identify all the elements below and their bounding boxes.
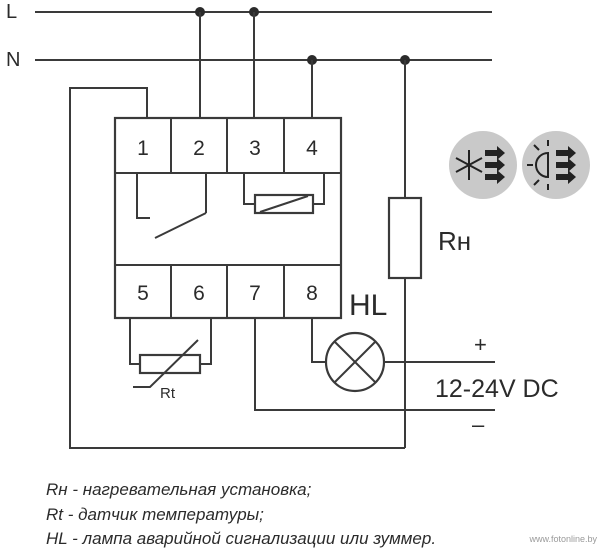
power-minus: – bbox=[472, 412, 485, 437]
sun-cooling-icon bbox=[522, 131, 590, 199]
terminal-4: 4 bbox=[306, 137, 318, 160]
terminal-5: 5 bbox=[137, 282, 149, 305]
terminal-8: 8 bbox=[306, 282, 318, 305]
power-plus: + bbox=[474, 332, 487, 357]
sensor-label: Rt bbox=[160, 385, 176, 402]
line-n-label: N bbox=[6, 49, 20, 71]
lamp-label: HL bbox=[349, 289, 387, 322]
terminal-7: 7 bbox=[249, 282, 261, 305]
terminal-6: 6 bbox=[193, 282, 205, 305]
wire-term7-minus bbox=[254, 318, 495, 411]
relay-coil bbox=[243, 173, 325, 215]
wire-term8-lamp bbox=[311, 318, 326, 363]
legend-sensor: Rt - датчик температуры; bbox=[46, 505, 264, 524]
watermark: www.fotonline.by bbox=[529, 534, 597, 544]
power-label: 12-24V DC bbox=[435, 375, 559, 403]
wire-term1-loop bbox=[69, 87, 405, 449]
snowflake-heating-icon bbox=[449, 131, 517, 199]
heater-label: Rн bbox=[438, 226, 471, 256]
terminal-1: 1 bbox=[137, 137, 149, 160]
terminal-2: 2 bbox=[193, 137, 205, 160]
heater-resistor bbox=[387, 196, 423, 280]
sensor-rt bbox=[129, 318, 212, 388]
legend-heater: Rн - нагревательная установка; bbox=[46, 480, 312, 499]
relay-contact bbox=[136, 173, 207, 239]
legend-lamp: HL - лампа аварийной сигнализации или зу… bbox=[46, 529, 437, 548]
terminal-3: 3 bbox=[249, 137, 261, 160]
line-l-label: L bbox=[6, 1, 17, 23]
